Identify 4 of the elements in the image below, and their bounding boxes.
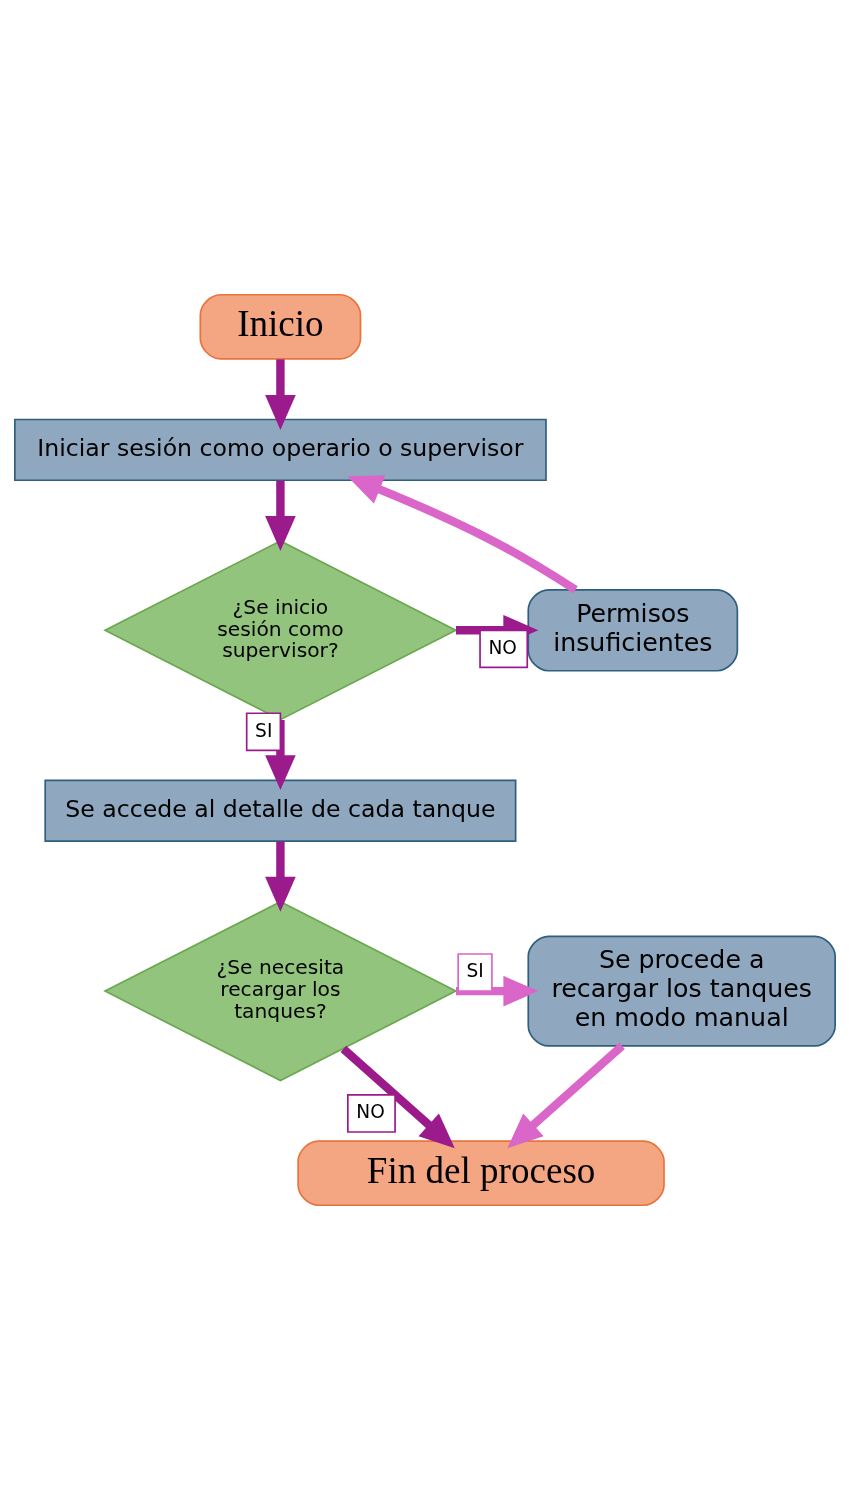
edge-label: SI xyxy=(466,959,484,981)
edge-label: NO xyxy=(356,1100,385,1122)
edge-label: NO xyxy=(488,636,517,658)
edge-label: SI xyxy=(255,719,273,741)
